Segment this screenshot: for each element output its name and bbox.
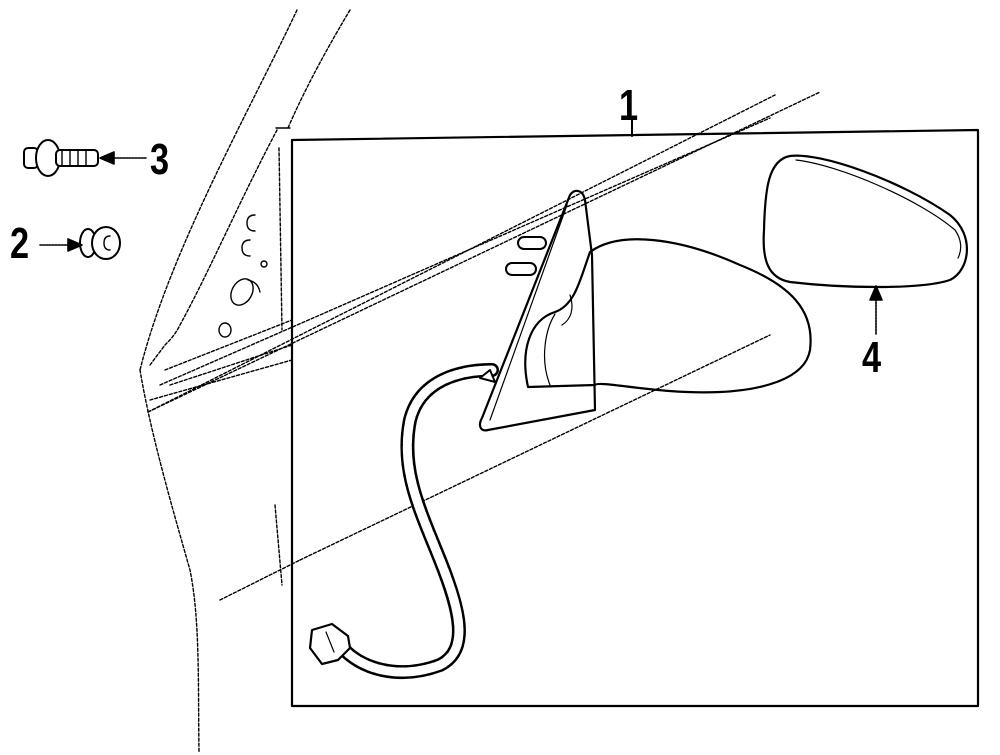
callout-4: 4 bbox=[862, 333, 882, 382]
mounting-studs bbox=[505, 236, 547, 276]
wire-harness bbox=[333, 363, 499, 679]
window-corner-trim bbox=[149, 127, 293, 401]
assembly-box bbox=[290, 119, 980, 708]
door-frame bbox=[139, 9, 821, 753]
harness-connector bbox=[308, 622, 352, 666]
cap-nut bbox=[79, 226, 121, 260]
callout-1: 1 bbox=[619, 81, 639, 130]
bolt bbox=[23, 139, 99, 177]
mirror-glass bbox=[762, 154, 968, 289]
callout-2: 2 bbox=[10, 219, 30, 268]
mirror-housing bbox=[524, 238, 812, 394]
leader-lines bbox=[39, 151, 883, 335]
mounting-base bbox=[478, 189, 597, 432]
callout-3: 3 bbox=[150, 135, 170, 184]
